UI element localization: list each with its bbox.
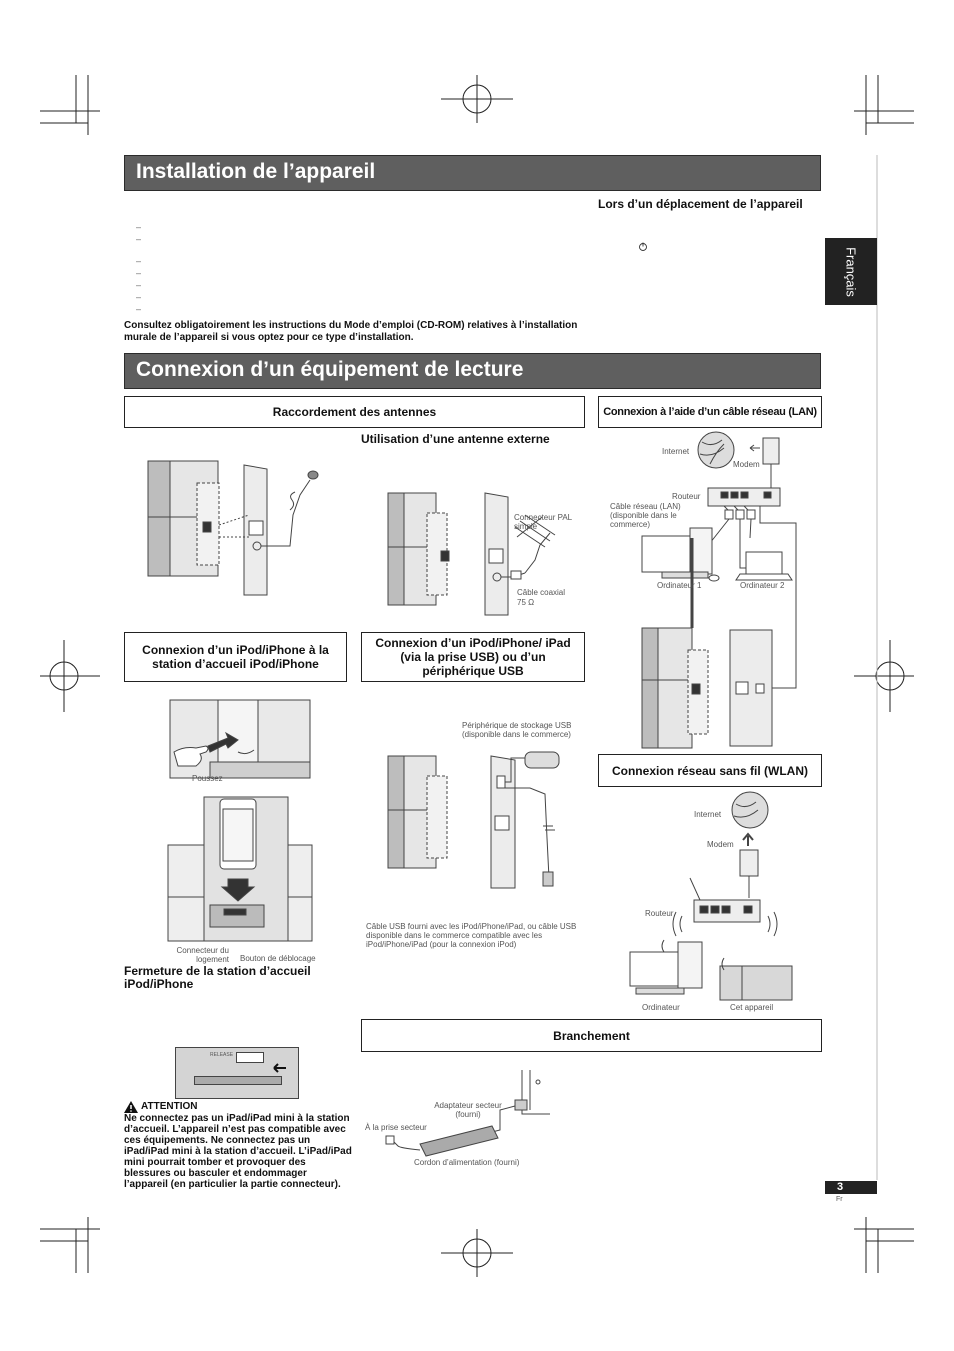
- dash-item: –: [136, 280, 142, 290]
- page-number-box: 3: [825, 1181, 877, 1194]
- lan-computer2-label: Ordinateur 2: [740, 581, 785, 590]
- antennas-heading: Raccordement des antennes: [272, 405, 437, 419]
- external-antenna-heading: Utilisation d’une antenne externe: [361, 432, 550, 446]
- wlan-internet-label: Internet: [694, 810, 722, 819]
- lan-computer1-label: Ordinateur 1: [657, 581, 702, 590]
- lan-illustration: [641, 431, 797, 749]
- pal-connector-label: Connecteur PAL simple: [514, 513, 572, 531]
- wlan-heading: Connexion réseau sans fil (WLAN): [611, 763, 809, 778]
- coax-cable-value: 75 Ω: [517, 598, 535, 607]
- outlet-label: À la prise secteur: [365, 1123, 427, 1132]
- moving-heading: Lors d’un déplacement de l’appareil: [598, 197, 803, 211]
- power-heading-box: Branchement: [361, 1019, 822, 1052]
- arrow-left-icon: [273, 1063, 286, 1073]
- wlan-device-label: Cet appareil: [730, 1003, 774, 1012]
- caution-title: ATTENTION: [141, 1101, 198, 1112]
- dash-item: –: [136, 234, 142, 244]
- wall-install-note: Consultez obligatoirement les instructio…: [124, 320, 578, 343]
- section-title-connexion: Connexion d’un équipement de lecture: [136, 358, 524, 381]
- external-antenna-illustration: [387, 492, 556, 616]
- warning-icon: [124, 1101, 138, 1113]
- usb-illustration: [387, 751, 560, 889]
- wlan-modem-label: Modem: [707, 840, 734, 849]
- dash-item: –: [136, 256, 142, 266]
- usb-heading-box: Connexion d’un iPod/iPhone/ iPad (via la…: [361, 632, 585, 682]
- power-icon: [639, 242, 647, 251]
- wlan-router-label: Routeur: [645, 909, 674, 918]
- close-dock-heading: Fermeture de la station d’accueil iPod/i…: [124, 964, 311, 991]
- antennas-heading-box: Raccordement des antennes: [124, 396, 585, 428]
- ipod-dock-heading-box: Connexion d’un iPod/iPhone à la station …: [124, 632, 347, 682]
- wlan-heading-box: Connexion réseau sans fil (WLAN): [598, 754, 822, 787]
- section-banner-installation: Installation de l’appareil: [124, 155, 821, 191]
- release-button-label: Bouton de déblocage: [240, 954, 316, 963]
- dash-item: –: [136, 222, 142, 232]
- section-title-installation: Installation de l’appareil: [136, 160, 376, 183]
- page-lang-code: Fr: [836, 1196, 843, 1203]
- section-banner-connexion: Connexion d’un équipement de lecture: [124, 353, 821, 389]
- dock-close-illustration: RELEASE: [175, 1047, 299, 1099]
- language-tab-label: Français: [843, 246, 859, 297]
- coax-cable-label: Câble coaxial: [517, 588, 566, 597]
- wlan-computer-label: Ordinateur: [642, 1003, 680, 1012]
- usb-cable-label: Câble USB fourni avec les iPod/iPhone/iP…: [366, 922, 577, 949]
- ipod-dock-push-illustration: [169, 699, 311, 779]
- push-label: Poussez: [192, 774, 223, 783]
- power-heading: Branchement: [553, 1028, 630, 1043]
- dash-item: –: [136, 292, 142, 302]
- lan-router-label: Routeur: [672, 492, 701, 501]
- lan-modem-label: Modem: [733, 460, 760, 469]
- adapter-label: Adaptateur secteur (fourni): [434, 1101, 502, 1119]
- ipod-dock-heading: Connexion d’un iPod/iPhone à la station …: [142, 643, 329, 671]
- power-illustration: [385, 1070, 550, 1157]
- release-switch: [236, 1052, 264, 1063]
- fm-antenna-illustration: [147, 460, 319, 596]
- lan-internet-label: Internet: [662, 447, 690, 456]
- language-tab: Français: [825, 238, 877, 305]
- cord-label: Cordon d’alimentation (fourni): [414, 1158, 520, 1167]
- usb-heading: Connexion d’un iPod/iPhone/ iPad (via la…: [375, 636, 571, 678]
- wlan-illustration: [629, 791, 793, 1001]
- dash-item: –: [136, 268, 142, 278]
- usb-storage-label: Périphérique de stockage USB (disponible…: [462, 721, 572, 739]
- dock-slot: [194, 1076, 282, 1085]
- release-word: RELEASE: [210, 1052, 234, 1058]
- dock-connector-label: Connecteur du logement: [176, 946, 229, 964]
- ipod-dock-insert-illustration: [167, 796, 313, 942]
- lan-heading-box: Connexion à l’aide d’un câble réseau (LA…: [598, 396, 822, 428]
- page-number: 3: [837, 1181, 844, 1193]
- lan-heading: Connexion à l’aide d’un câble réseau (LA…: [603, 406, 817, 418]
- lan-cable-label: Câble réseau (LAN) (disponible dans le c…: [610, 502, 681, 529]
- caution-text: Ne connectez pas un iPad/iPad mini à la …: [124, 1113, 352, 1190]
- dash-item: –: [136, 304, 142, 314]
